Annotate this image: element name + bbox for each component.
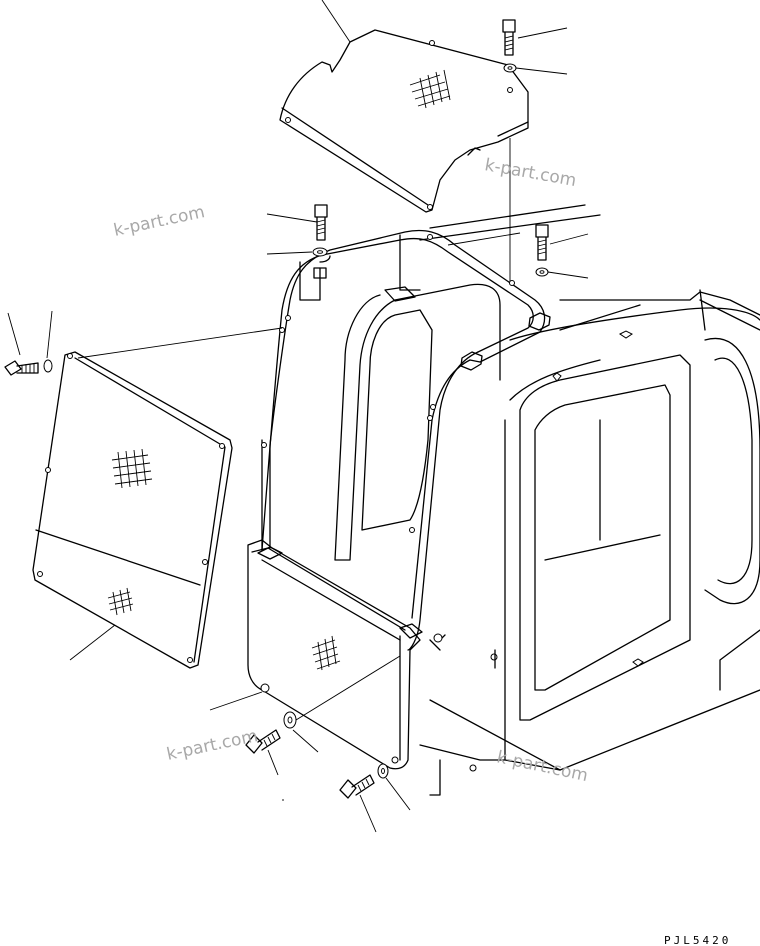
- bolt-bottom: [339, 774, 375, 799]
- leader-lines: [7, 0, 589, 833]
- bolt-left: [4, 360, 39, 376]
- top-cover-plate: [279, 29, 529, 213]
- nut-upper-left: [313, 267, 327, 279]
- guard-frame: [261, 229, 551, 651]
- bolt-mid-right: [535, 224, 549, 261]
- alignment-line: [447, 232, 521, 246]
- washer-top-right: [503, 63, 517, 73]
- side-panel: [32, 351, 233, 669]
- washer-upper-left: [312, 247, 328, 257]
- drawing-code: PJL5420: [664, 934, 731, 946]
- watermark-text: k-part.com: [495, 747, 590, 786]
- washer-mid-right: [535, 267, 549, 277]
- bolt-lower-middle: [245, 729, 281, 754]
- watermark-text: k-part.com: [483, 155, 578, 191]
- watermark-text: k-part.com: [112, 202, 207, 241]
- cab-inner-frame: [334, 283, 501, 651]
- lower-guard-plate: [247, 539, 423, 770]
- washer-bottom: [377, 763, 389, 779]
- watermark-text: k-part.com: [165, 726, 260, 765]
- bolt-top-right: [502, 19, 516, 56]
- spacer-lower-middle: [283, 711, 297, 729]
- bolt-upper-left: [314, 204, 328, 241]
- washer-left: [43, 359, 53, 373]
- cab-body: [419, 204, 760, 796]
